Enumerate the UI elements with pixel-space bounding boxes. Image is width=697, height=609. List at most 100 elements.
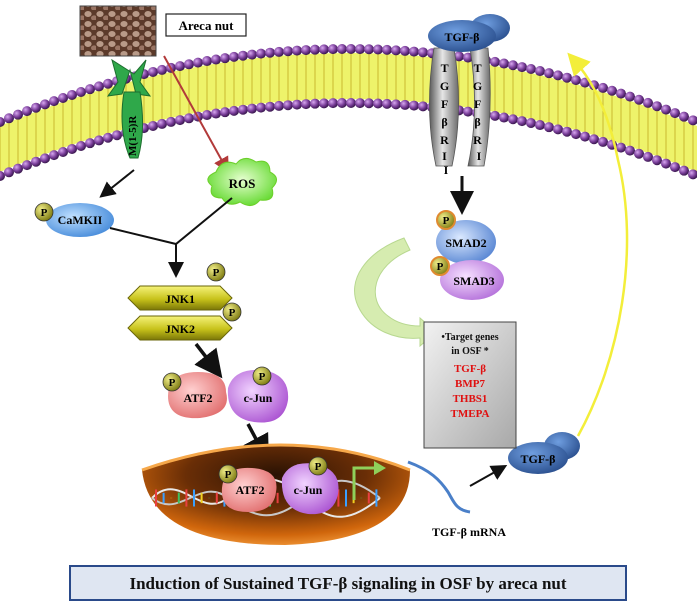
tgfb-secreted-label: TGF-β xyxy=(521,452,556,466)
lipid-head xyxy=(400,45,410,56)
lipid-head xyxy=(85,138,95,149)
target-gene-4: TMEPA xyxy=(451,408,490,420)
lipid-head xyxy=(553,124,563,135)
lipid-head xyxy=(337,44,347,55)
lipid-head xyxy=(247,49,257,60)
lipid-head xyxy=(202,110,212,121)
lipid-head xyxy=(292,45,302,56)
lipid-head xyxy=(598,136,608,147)
merge-lines xyxy=(109,197,233,246)
atf2-nuc-label: ATF2 xyxy=(235,483,264,497)
areca-nut-image xyxy=(79,5,157,57)
lipid-head xyxy=(643,97,653,108)
camkii-phospho xyxy=(34,202,54,222)
cjun-cyto-phospho xyxy=(252,366,272,386)
lipid-head xyxy=(67,89,77,100)
lipid-head xyxy=(634,94,644,105)
lipid-head xyxy=(310,44,320,55)
ros-label: ROS xyxy=(229,176,256,191)
tgfbr1-letter-3: F xyxy=(474,97,481,111)
caption-box xyxy=(69,565,627,601)
lipid-head xyxy=(4,113,14,124)
lipid-head xyxy=(22,160,32,171)
tgfbr2-letter-1: T xyxy=(441,61,449,75)
atf2-nuc-phospho xyxy=(218,464,238,484)
atf2-cyto-label: ATF2 xyxy=(183,391,212,405)
atf2-nuc-phospho-label: P xyxy=(225,469,232,481)
jnk1-phospho-label: P xyxy=(213,267,220,279)
lipid-head xyxy=(211,108,221,119)
smad2-blob xyxy=(436,220,496,264)
lipid-head xyxy=(220,53,230,64)
lipid-head xyxy=(409,100,419,111)
cjun-nuc-phospho-label: P xyxy=(315,461,322,473)
lipid-head xyxy=(31,156,41,167)
lipid-head xyxy=(634,148,644,159)
lipid-head xyxy=(580,131,590,142)
target-gene-1: TGF-β xyxy=(454,363,486,375)
caption-text: Induction of Sustained TGF-β signaling i… xyxy=(129,574,566,593)
lipid-head xyxy=(184,59,194,70)
lipid-head xyxy=(58,146,68,157)
lipid-head xyxy=(76,87,86,98)
lipid-head xyxy=(670,108,680,119)
feedback-loop-arrow xyxy=(567,52,629,437)
smad3-phospho-label: P xyxy=(437,261,444,273)
tgfb-secreted-blob xyxy=(508,442,568,474)
lipid-head xyxy=(256,48,266,59)
smad3-phospho xyxy=(430,256,450,276)
lipid-head xyxy=(661,104,671,115)
lipid-head xyxy=(535,120,545,131)
lipid-head xyxy=(202,56,212,67)
smad-to-genes-arrow xyxy=(354,237,437,348)
lipid-head xyxy=(193,57,203,68)
lipid-head xyxy=(238,104,248,115)
camkii-label: CaMKII xyxy=(58,213,103,227)
tgfbr1-label: T G F β R I xyxy=(473,61,485,163)
lipid-head xyxy=(346,98,356,109)
lipid-head xyxy=(688,115,697,126)
transcription-arrowhead xyxy=(374,461,386,475)
lipid-head xyxy=(355,98,365,109)
lipid-head xyxy=(157,118,167,129)
lipid-head xyxy=(544,68,554,79)
areca-to-ros-arrow xyxy=(163,55,229,174)
atf2-cyto xyxy=(168,372,227,419)
lipid-head xyxy=(607,85,617,96)
cjun-cyto xyxy=(227,369,289,423)
smad3-blob xyxy=(440,260,504,300)
lipid-head xyxy=(616,88,626,99)
tgfbr2-letter-7: I xyxy=(444,163,449,177)
lipid-head xyxy=(67,143,77,154)
lipid-head xyxy=(0,171,5,181)
target-gene-3: THBS1 xyxy=(453,393,488,405)
lipid-head xyxy=(319,44,329,55)
lipid-head xyxy=(508,114,518,125)
lipid-head xyxy=(679,111,689,122)
lipid-head xyxy=(283,100,293,111)
lipid-head xyxy=(418,47,428,58)
tgfbr1-letter-4: β xyxy=(474,115,480,129)
camkii-blob xyxy=(46,203,114,237)
lipid-head xyxy=(13,163,23,174)
lipid-head xyxy=(661,158,671,169)
jnk2-phospho xyxy=(222,302,242,322)
areca-nut-label-box xyxy=(165,13,247,37)
tgfb-ligand-blob xyxy=(428,20,496,52)
lipid-head xyxy=(301,99,311,110)
lipid-head xyxy=(652,101,662,112)
lipid-head xyxy=(373,98,383,109)
smad3-label: SMAD3 xyxy=(453,274,494,288)
ros-cloud xyxy=(207,158,277,206)
lipid-head xyxy=(13,109,23,120)
lipid-head xyxy=(346,44,356,55)
tgfbr2-letter-3: F xyxy=(441,97,448,111)
lipid-head xyxy=(175,61,185,72)
tgfbr2-letter-4: β xyxy=(441,115,447,129)
lipid-head xyxy=(247,103,257,114)
lipid-head xyxy=(571,129,581,140)
lipid-head xyxy=(274,46,284,57)
lipid-head xyxy=(679,165,689,176)
tgfbr2-letter-6: I xyxy=(442,149,447,163)
lipid-head xyxy=(274,100,284,111)
